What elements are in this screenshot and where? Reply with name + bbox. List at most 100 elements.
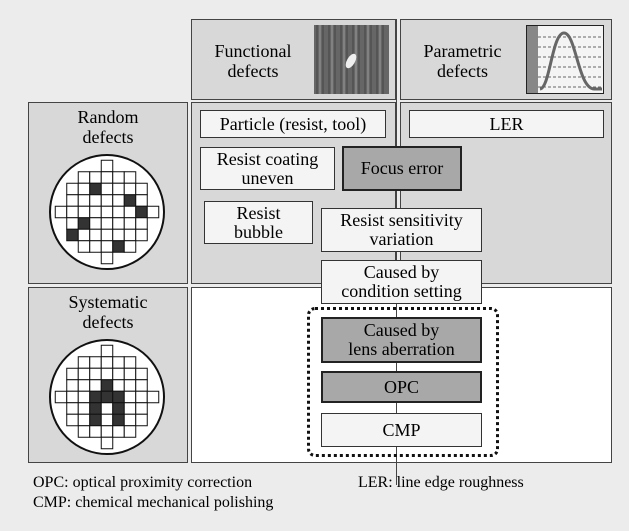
- defective-die: [66, 228, 79, 242]
- ler-box: LER: [409, 110, 604, 138]
- defective-die: [100, 379, 114, 392]
- die: [135, 217, 148, 230]
- defective-die: [100, 390, 114, 404]
- systematic-dotted-group: [307, 307, 499, 457]
- die: [66, 217, 79, 230]
- die: [100, 436, 114, 450]
- die: [112, 379, 125, 392]
- die: [123, 217, 137, 230]
- die: [100, 367, 114, 381]
- condition-setting-box: Caused by condition setting: [321, 260, 482, 304]
- die: [112, 217, 125, 230]
- die: [123, 182, 137, 196]
- die: [112, 194, 125, 207]
- die: [77, 205, 91, 219]
- die: [123, 205, 137, 219]
- die: [77, 171, 91, 184]
- die: [66, 413, 79, 427]
- die: [89, 367, 102, 381]
- die: [77, 413, 91, 427]
- die: [135, 228, 148, 242]
- die: [77, 367, 91, 381]
- die: [123, 413, 137, 427]
- die: [77, 182, 91, 196]
- die: [66, 379, 79, 392]
- die: [146, 390, 160, 404]
- die: [100, 182, 114, 196]
- die: [123, 402, 137, 415]
- die: [100, 402, 114, 415]
- die: [100, 171, 114, 184]
- die: [123, 228, 137, 242]
- parametric-defects-label: Parametric defects: [423, 41, 502, 81]
- lens-aberration-box: Caused by lens aberration: [321, 317, 482, 363]
- cmp-box: CMP: [321, 413, 482, 447]
- die: [100, 217, 114, 230]
- die: [66, 205, 79, 219]
- die: [77, 402, 91, 415]
- die: [112, 182, 125, 196]
- die: [89, 240, 102, 253]
- defective-die: [112, 402, 125, 415]
- die: [89, 379, 102, 392]
- die: [66, 402, 79, 415]
- die: [112, 228, 125, 242]
- random-defect-wafer-map: [47, 152, 167, 272]
- opc-box: OPC: [321, 371, 482, 403]
- die: [89, 425, 102, 438]
- defective-die: [89, 413, 102, 427]
- die: [89, 194, 102, 207]
- resist-bubble-box: Resist bubble: [204, 201, 313, 244]
- defective-die: [89, 182, 102, 196]
- die: [112, 367, 125, 381]
- die: [135, 413, 148, 427]
- die: [89, 228, 102, 242]
- defective-die: [77, 217, 91, 230]
- parametric-defect-graph: [525, 24, 605, 95]
- die: [123, 379, 137, 392]
- die: [112, 425, 125, 438]
- die: [100, 413, 114, 427]
- defective-die: [89, 402, 102, 415]
- die: [135, 194, 148, 207]
- die: [135, 390, 148, 404]
- focus-error-box: Focus error: [342, 146, 462, 191]
- die: [54, 205, 68, 219]
- die: [66, 194, 79, 207]
- die: [123, 367, 137, 381]
- die: [77, 356, 91, 369]
- die: [77, 228, 91, 242]
- die: [89, 356, 102, 369]
- systematic-defects-label: Systematic defects: [68, 292, 148, 332]
- systematic-defect-wafer-map: [47, 337, 167, 457]
- die: [112, 171, 125, 184]
- die: [100, 344, 114, 358]
- die: [100, 251, 114, 265]
- die: [123, 425, 137, 438]
- die: [123, 240, 137, 253]
- die: [66, 390, 79, 404]
- die: [89, 217, 102, 230]
- die: [100, 159, 114, 173]
- die: [135, 402, 148, 415]
- die: [135, 379, 148, 392]
- random-defects-label: Random defects: [77, 107, 139, 147]
- die: [77, 240, 91, 253]
- die: [123, 171, 137, 184]
- die: [135, 182, 148, 196]
- defective-die: [123, 194, 137, 207]
- legend-ler: LER: line edge roughness: [358, 474, 524, 491]
- defective-die: [135, 205, 148, 219]
- die: [77, 194, 91, 207]
- die: [89, 205, 102, 219]
- die: [54, 390, 68, 404]
- defective-die: [112, 413, 125, 427]
- resist-coating-box: Resist coating uneven: [200, 147, 335, 190]
- functional-defect-image: [314, 25, 389, 94]
- die: [66, 367, 79, 381]
- die: [100, 194, 114, 207]
- die: [66, 182, 79, 196]
- defective-die: [89, 390, 102, 404]
- die: [146, 205, 160, 219]
- die: [100, 205, 114, 219]
